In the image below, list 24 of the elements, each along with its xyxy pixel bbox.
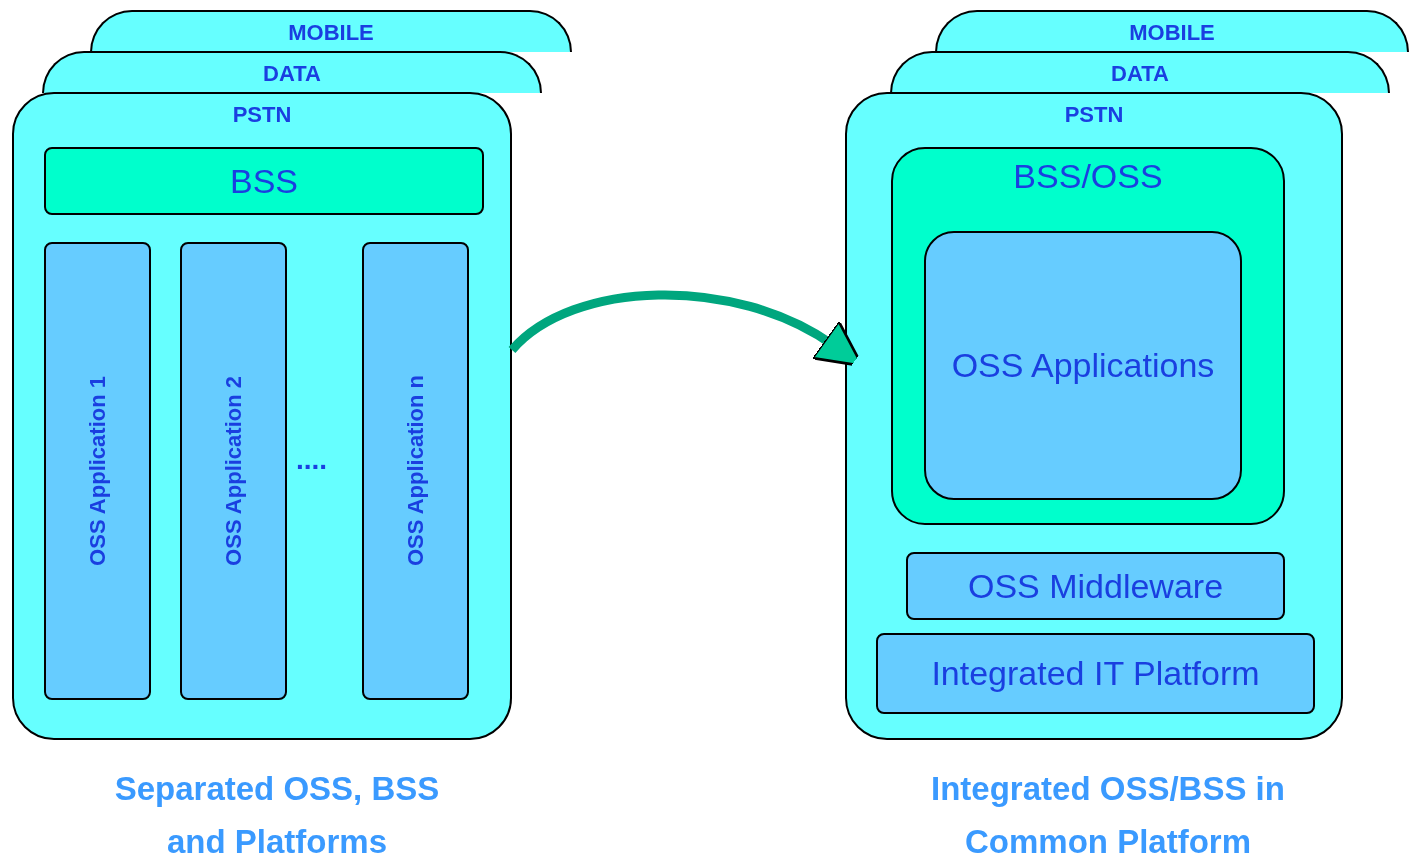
caption: Integrated OSS/BSS in Common Platform bbox=[930, 769, 1286, 857]
layer-title: PSTN bbox=[231, 102, 293, 128]
layer-title: MOBILE bbox=[1128, 20, 1216, 46]
panel-title: BSS/OSS bbox=[1012, 157, 1164, 196]
layer-card bbox=[12, 92, 512, 740]
ellipsis: .... bbox=[296, 450, 328, 470]
system-box: Integrated IT Platform bbox=[876, 633, 1315, 714]
application-column bbox=[44, 242, 151, 700]
layer-title: DATA bbox=[262, 61, 322, 87]
layer-card-tab bbox=[935, 10, 1409, 52]
system-panel bbox=[891, 147, 1285, 525]
system-bar: BSS bbox=[44, 147, 484, 215]
application-label: OSS Application n bbox=[402, 375, 429, 567]
application-column bbox=[362, 242, 469, 700]
layer-card bbox=[845, 92, 1343, 740]
layer-title: DATA bbox=[1110, 61, 1170, 87]
application-column bbox=[180, 242, 287, 700]
layer-title: PSTN bbox=[1063, 102, 1125, 128]
application-label: OSS Application 2 bbox=[220, 376, 247, 566]
caption: Separated OSS, BSS and Platforms bbox=[113, 769, 441, 857]
application-label: OSS Application 1 bbox=[84, 376, 111, 566]
system-box: OSS Applications bbox=[924, 231, 1242, 500]
layer-title: MOBILE bbox=[287, 20, 375, 46]
system-box: OSS Middleware bbox=[906, 552, 1285, 620]
